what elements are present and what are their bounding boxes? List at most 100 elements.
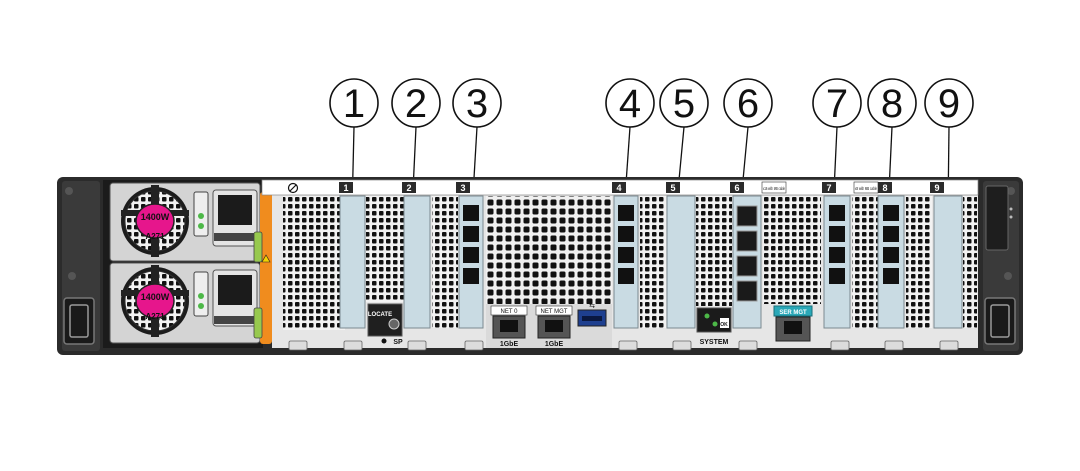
slot8-port[interactable] <box>883 226 899 242</box>
locate-label: LOCATE <box>368 312 392 318</box>
callout-4: 4 <box>605 78 655 128</box>
callout-2: 2 <box>391 78 441 128</box>
slot4-vent <box>640 196 666 328</box>
card-tab <box>288 340 308 351</box>
slot9-vent <box>963 196 977 328</box>
left-rack-handle[interactable] <box>63 297 95 345</box>
callout-label: 3 <box>466 82 488 126</box>
warning-icon <box>261 254 271 263</box>
psu-led-icon <box>198 293 204 299</box>
slot5-card[interactable] <box>666 195 696 329</box>
ser-mgt-label: SER MGT <box>779 310 807 316</box>
psu-led-icon <box>198 213 204 219</box>
slot8-port[interactable] <box>883 205 899 221</box>
psu-bottom[interactable]: 1400W A271 <box>109 262 261 344</box>
slot3-port[interactable] <box>463 226 479 242</box>
slot2-card[interactable] <box>403 195 431 329</box>
slot-label-8: 8 <box>878 182 892 193</box>
slot8-port[interactable] <box>883 268 899 284</box>
card-tab <box>738 340 758 351</box>
slot7-vent <box>852 196 878 328</box>
slot-label-7: 7 <box>822 182 836 193</box>
ac-inlet-icon <box>218 275 252 305</box>
ac-inlet-icon <box>218 195 252 225</box>
psu-bottom-model: A271 <box>145 312 165 321</box>
slot7-port[interactable] <box>829 247 845 263</box>
svg-text:9: 9 <box>934 183 939 193</box>
pcie-slots <box>283 195 977 330</box>
green-handle-bottom[interactable] <box>253 307 263 339</box>
callout-label: 6 <box>737 82 759 126</box>
center-vent <box>486 196 612 304</box>
slot5-vent <box>696 196 732 306</box>
svg-text:4: 4 <box>616 183 621 193</box>
psu-top-model: A271 <box>145 232 165 241</box>
slot6-vent <box>763 196 821 304</box>
callout-leaders <box>351 126 950 213</box>
card-tab <box>464 340 484 351</box>
slot4-port[interactable] <box>618 247 634 263</box>
card-tab <box>884 340 904 351</box>
callout-7: 7 <box>812 78 862 128</box>
slot3-port[interactable] <box>463 205 479 221</box>
bottom-tabs <box>288 340 959 351</box>
slot6-port[interactable] <box>736 255 758 277</box>
psu-badge <box>135 283 175 319</box>
slot4-port[interactable] <box>618 226 634 242</box>
right-latch[interactable] <box>985 185 1009 251</box>
svg-text:8: 8 <box>882 183 887 193</box>
slot7-port[interactable] <box>829 268 845 284</box>
slot-label-9: 9 <box>930 182 944 193</box>
card-tab <box>343 340 363 351</box>
slot8-port[interactable] <box>883 247 899 263</box>
ser-mgt-port[interactable]: SER MGT <box>773 305 813 342</box>
slot4-port[interactable] <box>618 268 634 284</box>
slot1-card[interactable] <box>339 195 366 329</box>
slot-label-6: 6 <box>730 182 744 193</box>
screw-icon <box>1004 272 1012 280</box>
slot6-port[interactable] <box>736 230 758 252</box>
callout-label: 5 <box>673 82 695 126</box>
slot7-port[interactable] <box>829 205 845 221</box>
card-tab <box>939 340 959 351</box>
net-mgt-label: NET MGT <box>541 309 568 315</box>
callout-8: 8 <box>867 78 917 128</box>
slot3-vent <box>432 196 458 328</box>
slot-label-2: 2 <box>402 182 416 193</box>
net0-port[interactable]: NET 0 <box>490 305 528 339</box>
slot9-card[interactable] <box>933 195 963 329</box>
screw-icon <box>1007 187 1015 195</box>
orange-release-strip[interactable] <box>260 192 272 344</box>
psu-led-icon <box>198 303 204 309</box>
net-mgt-port[interactable]: NET MGT <box>535 305 573 339</box>
slot3-port[interactable] <box>463 247 479 263</box>
svg-text:3: 3 <box>460 183 465 193</box>
callout-label: 7 <box>826 82 848 126</box>
callout-3: 3 <box>452 78 502 128</box>
usb-port[interactable] <box>577 309 607 327</box>
card-tab <box>672 340 692 351</box>
psu-top[interactable]: 1400W A271 <box>109 182 261 262</box>
sp-label: SP <box>393 339 403 346</box>
card-tab <box>407 340 427 351</box>
slot6-port[interactable] <box>736 205 758 227</box>
slot8-vent <box>906 196 932 328</box>
right-rack-handle[interactable] <box>984 297 1016 345</box>
callout-1: 1 <box>329 78 379 128</box>
slot-label-4: 4 <box>612 182 626 193</box>
slot7-port[interactable] <box>829 226 845 242</box>
slot6-port[interactable] <box>736 280 758 302</box>
slot8-note-box <box>853 181 879 194</box>
callout-label: 4 <box>619 82 641 126</box>
slot2-vent <box>366 196 408 302</box>
slot4-port[interactable] <box>618 205 634 221</box>
svg-text:2: 2 <box>406 183 411 193</box>
locate-button[interactable]: LOCATE <box>367 303 403 337</box>
slot3-port[interactable] <box>463 268 479 284</box>
svg-text:6: 6 <box>734 183 739 193</box>
card-tab <box>618 340 638 351</box>
psu-led-icon <box>198 223 204 229</box>
green-handle-top[interactable] <box>253 231 263 263</box>
